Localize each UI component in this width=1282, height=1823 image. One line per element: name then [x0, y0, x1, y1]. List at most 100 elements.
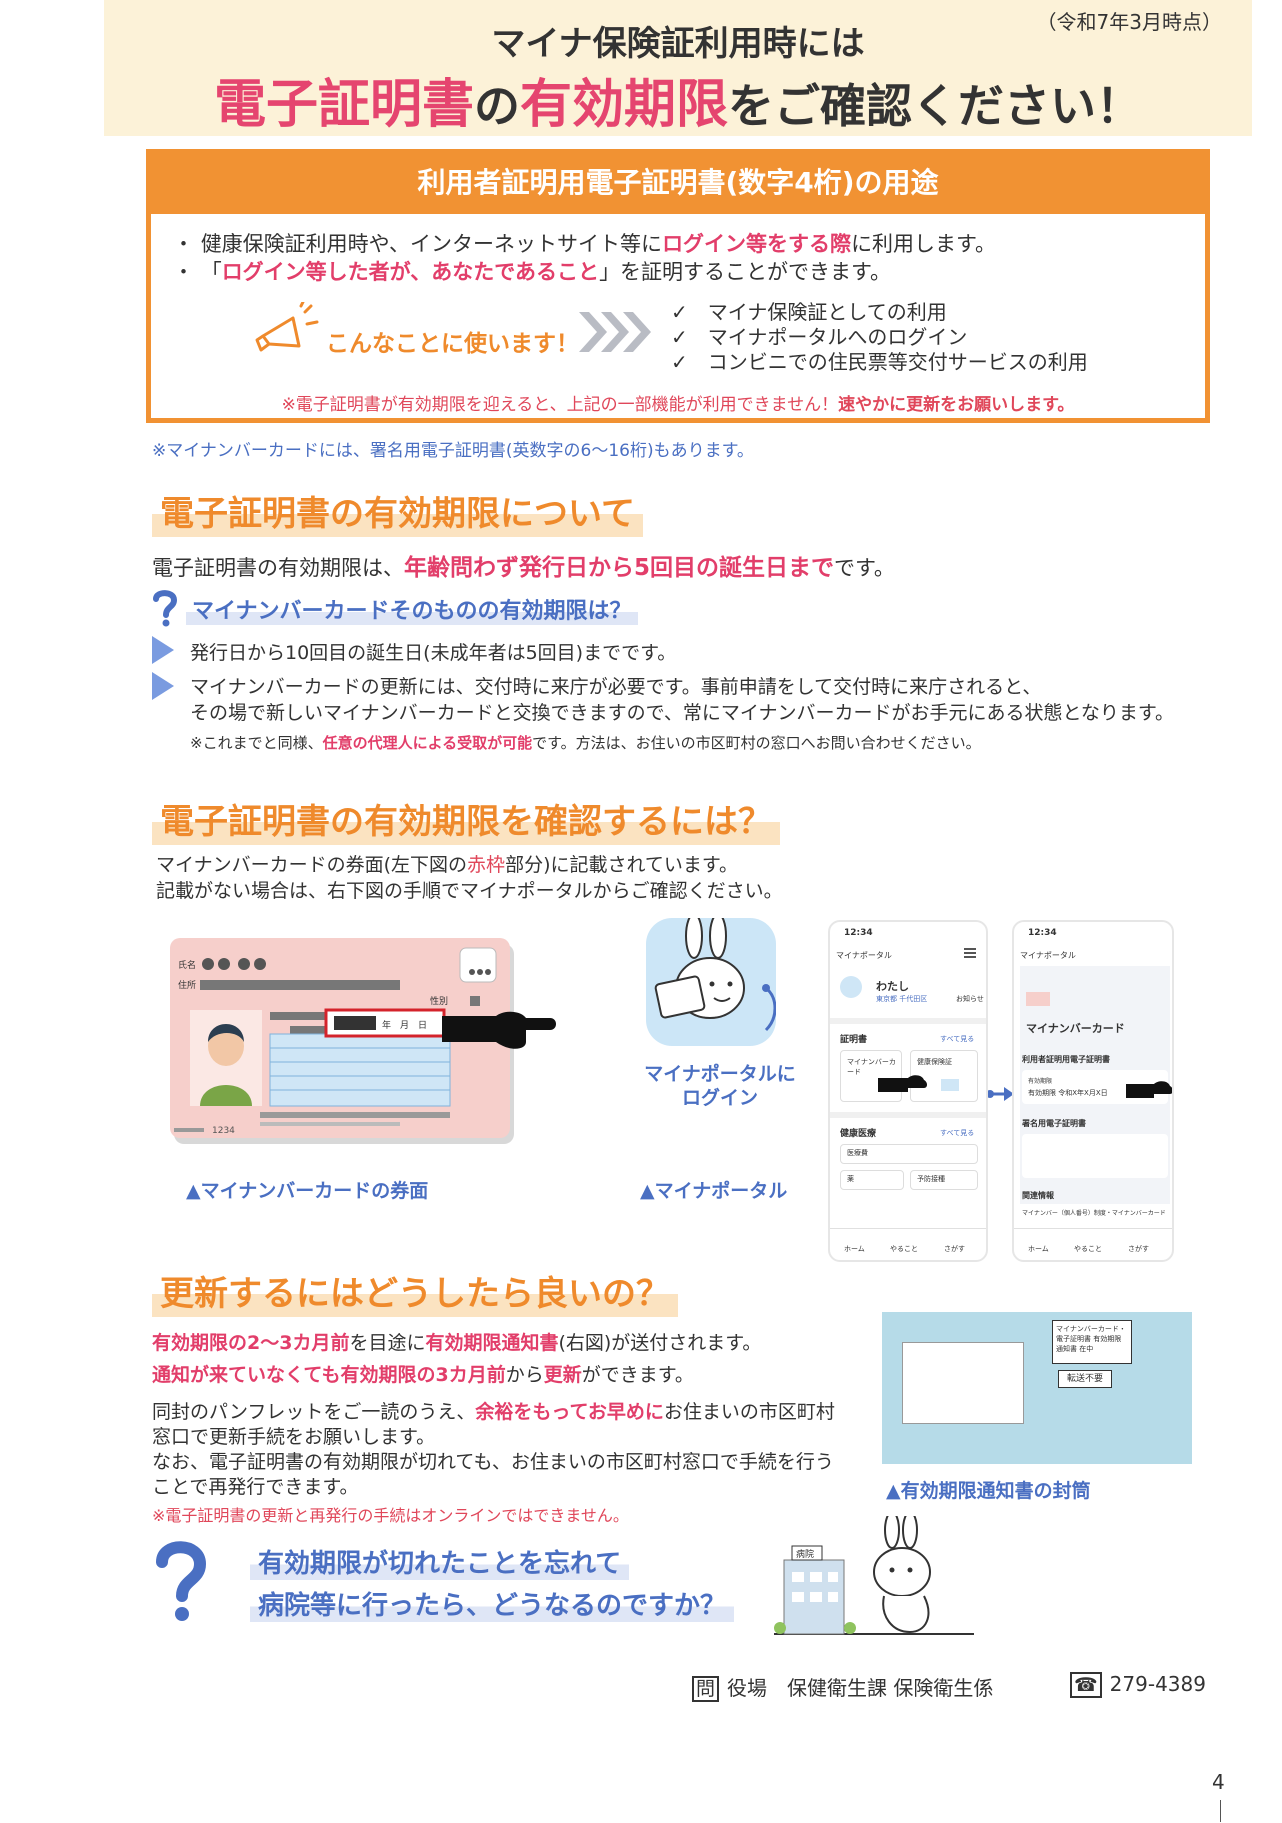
portal-caption: ▲マイナポータル: [640, 1180, 788, 1202]
med-tile[interactable]: 医療費: [840, 1144, 978, 1164]
usage-warning: ※電子証明書が有効期限を迎えると、上記の一部機能が利用できません！速やかに更新を…: [151, 390, 1205, 415]
s3-p-a: 同封のパンフレットをご一読のうえ、: [152, 1401, 476, 1423]
a3-c: です。方法は、お住いの市区町村の窓口へお問い合わせください。: [532, 734, 981, 752]
use-item-text: マイナポータルへのログイン: [707, 325, 968, 349]
usage-box-title: 利用者証明用電子証明書(数字4桁)の用途: [151, 154, 1205, 214]
s3-l1-d: (右図)が送付されます。: [558, 1332, 762, 1354]
nav-home[interactable]: ホーム: [1028, 1245, 1049, 1253]
phone1-notice[interactable]: お知らせ: [956, 995, 984, 1003]
answer-2: マイナンバーカードの更新には、交付時に来庁が必要です。事前申請をして交付時に来庁…: [190, 674, 1174, 726]
usage-b1-a: 健康保険証利用時や、インターネットサイト等に: [200, 232, 663, 256]
phone1-user: わたし: [876, 980, 909, 993]
contact-office: 役場 保健衛生課 保険衛生係: [727, 1676, 994, 1700]
header-no: の: [474, 79, 520, 133]
use-item: ✓ マイナ保険証としての利用: [671, 300, 947, 324]
contact-tel: ☎279-4389: [1070, 1672, 1206, 1698]
med-tile[interactable]: 予防接種: [910, 1170, 978, 1190]
header-line2: 電子証明書の有効期限をご確認ください！: [104, 62, 1252, 137]
a3-a: ※これまでと同様、: [190, 734, 323, 752]
phone2-title: マイナポータル: [1020, 951, 1076, 960]
usage-b2-c: 」を証明することができます。: [599, 260, 891, 284]
phone1-see-all[interactable]: すべて見る: [940, 1035, 975, 1043]
card-date-label: 年 月 日: [382, 1019, 427, 1031]
phone2-related: 関連情報: [1022, 1191, 1054, 1200]
s3-p-b: 余裕をもってお早めに: [475, 1401, 664, 1423]
s3-l2-c: 更新: [543, 1364, 582, 1386]
nav-now[interactable]: やること: [890, 1245, 918, 1253]
card-tile[interactable]: マイナンバーカード: [840, 1050, 902, 1102]
s3-line2: 通知が来ていなくても有効期限の3カ月前から更新ができます。: [152, 1360, 694, 1387]
usage-b1-b: ログイン等をする際: [662, 232, 852, 256]
myna-rabbit-login-illustration: [646, 918, 776, 1046]
divider: [830, 1018, 986, 1024]
phone1-item-ins: 健康保険証: [917, 1058, 952, 1066]
nav-search[interactable]: さがす: [944, 1245, 965, 1253]
phone2-related-item[interactable]: マイナンバー（個人番号）制度・マイナンバーカード: [1022, 1210, 1166, 1217]
pointing-hand-icon: [878, 1075, 927, 1092]
s2-l1-c: 部分)に記載されています。: [505, 854, 739, 876]
insurance-tile[interactable]: 健康保険証: [910, 1050, 978, 1102]
s1-text-a: 電子証明書の有効期限は、: [152, 556, 404, 580]
usage-bullet-1: ・ 健康保険証利用時や、インターネットサイト等にログイン等をする際に利用します。: [173, 232, 996, 256]
chevrons-icon: [579, 312, 651, 352]
card-thumb-icon: [1026, 992, 1050, 1006]
phone1-med2: 薬: [847, 1175, 854, 1183]
s3-l1-c: 有効期限通知書: [425, 1332, 559, 1354]
phone1-see-all-2[interactable]: すべて見る: [940, 1129, 975, 1137]
s3-l1-a: 有効期限の2〜3カ月前: [152, 1332, 350, 1354]
answer-1: 発行日から10回目の誕生日(未成年者は5回目)までです。: [190, 642, 677, 664]
section1-text: 電子証明書の有効期限は、年齢問わず発行日から5回目の誕生日までです。: [152, 548, 895, 582]
use-list: ✓ マイナ保険証としての利用 ✓ マイナポータルへのログイン ✓ コンビニでの住…: [671, 300, 1088, 375]
phone2-sign-cert: 署名用電子証明書: [1022, 1119, 1086, 1128]
arrow-right-icon: [986, 1087, 1014, 1101]
s3-line1: 有効期限の2〜3カ月前を目途に有効期限通知書(右図)が送付されます。: [152, 1328, 761, 1355]
ask-icon: 問: [692, 1676, 720, 1702]
header-confirm: をご確認ください！: [728, 79, 1143, 133]
header-line1: マイナ保険証利用時には: [491, 24, 865, 64]
section2-text: マイナンバーカードの券面(左下図の赤枠部分)に記載されています。 記載がない場合…: [156, 852, 783, 904]
hospital-sign: 病院: [796, 1548, 814, 1560]
use-item: ✓ マイナポータルへのログイン: [671, 325, 968, 349]
nav-search[interactable]: さがす: [1128, 1245, 1149, 1253]
date-note: （令和7年3月時点）: [1036, 10, 1222, 34]
page-rule: [1220, 1800, 1221, 1822]
s3-p2: なお、電子証明書の有効期限が切れても、お住まいの市区町村窓口で手続を行うことで再…: [152, 1451, 834, 1498]
a3-b: 任意の代理人による受取が可能: [322, 734, 533, 752]
card-address-label: 住所: [178, 979, 196, 991]
section2-heading: 電子証明書の有効期限を確認するには？: [152, 794, 780, 845]
phone2-time: 12:34: [1028, 928, 1057, 938]
card-thumb-icon: [941, 1079, 959, 1091]
phone2-exp-value: 有効期限 令和X年X月X日: [1028, 1089, 1108, 1097]
phone1-med3: 予防接種: [917, 1175, 945, 1183]
card-caption: ▲マイナンバーカードの券面: [186, 1180, 429, 1202]
header-cert: 電子証明書: [213, 75, 474, 135]
s2-line2: 記載がない場合は、右下図の手順でマイナポータルからご確認ください。: [156, 880, 783, 902]
portal-card-screen: 12:34 マイナポータル マイナンバーカード 利用者証明用電子証明書 有効期限…: [1012, 920, 1174, 1262]
login-label: マイナポータルに ログイン: [640, 1062, 800, 1110]
phone1-sec-med: 健康医療: [840, 1129, 877, 1139]
menu-icon[interactable]: [964, 948, 976, 950]
s2-l1-a: マイナンバーカードの券面(左下図の: [156, 854, 468, 876]
nav-now[interactable]: やること: [1074, 1245, 1102, 1253]
s3-p1: 同封のパンフレットをご一読のうえ、余裕をもってお早めにお住まいの市区町村窓口で更…: [152, 1400, 852, 1450]
hospital-rabbit-illustration: 病院: [774, 1516, 974, 1635]
s1-text-c: です。: [834, 556, 895, 580]
faq-line2: 病院等に行ったら、どうなるのですか？: [250, 1585, 735, 1622]
pointing-hand-icon: [1126, 1081, 1172, 1098]
header-expiry: 有効期限: [520, 75, 729, 135]
usage-box: 利用者証明用電子証明書(数字4桁)の用途 ・ 健康保険証利用時や、インターネット…: [146, 149, 1210, 423]
phone2-heading: マイナンバーカード: [1026, 1022, 1125, 1035]
envelope-window: [902, 1342, 1024, 1424]
contact-info: 問役場 保健衛生課 保険衛生係: [692, 1672, 993, 1702]
card-name-label: 氏名: [178, 959, 196, 971]
s3-l2-a: 通知が来ていなくても有効期限の3カ月前: [152, 1364, 506, 1386]
sign-panel: [1022, 1134, 1168, 1178]
megaphone-icon: [255, 302, 319, 352]
warning-b: 速やかに更新をお願いします。: [838, 395, 1075, 415]
phone1-sec-cert: 証明書: [840, 1035, 868, 1045]
section1-heading: 電子証明書の有効期限について: [152, 486, 643, 537]
nav-home[interactable]: ホーム: [844, 1245, 865, 1253]
med-tile[interactable]: 薬: [840, 1170, 904, 1190]
use-item-text: コンビニでの住民票等交付サービスの利用: [707, 350, 1088, 374]
login-label-2: ログイン: [681, 1087, 758, 1109]
